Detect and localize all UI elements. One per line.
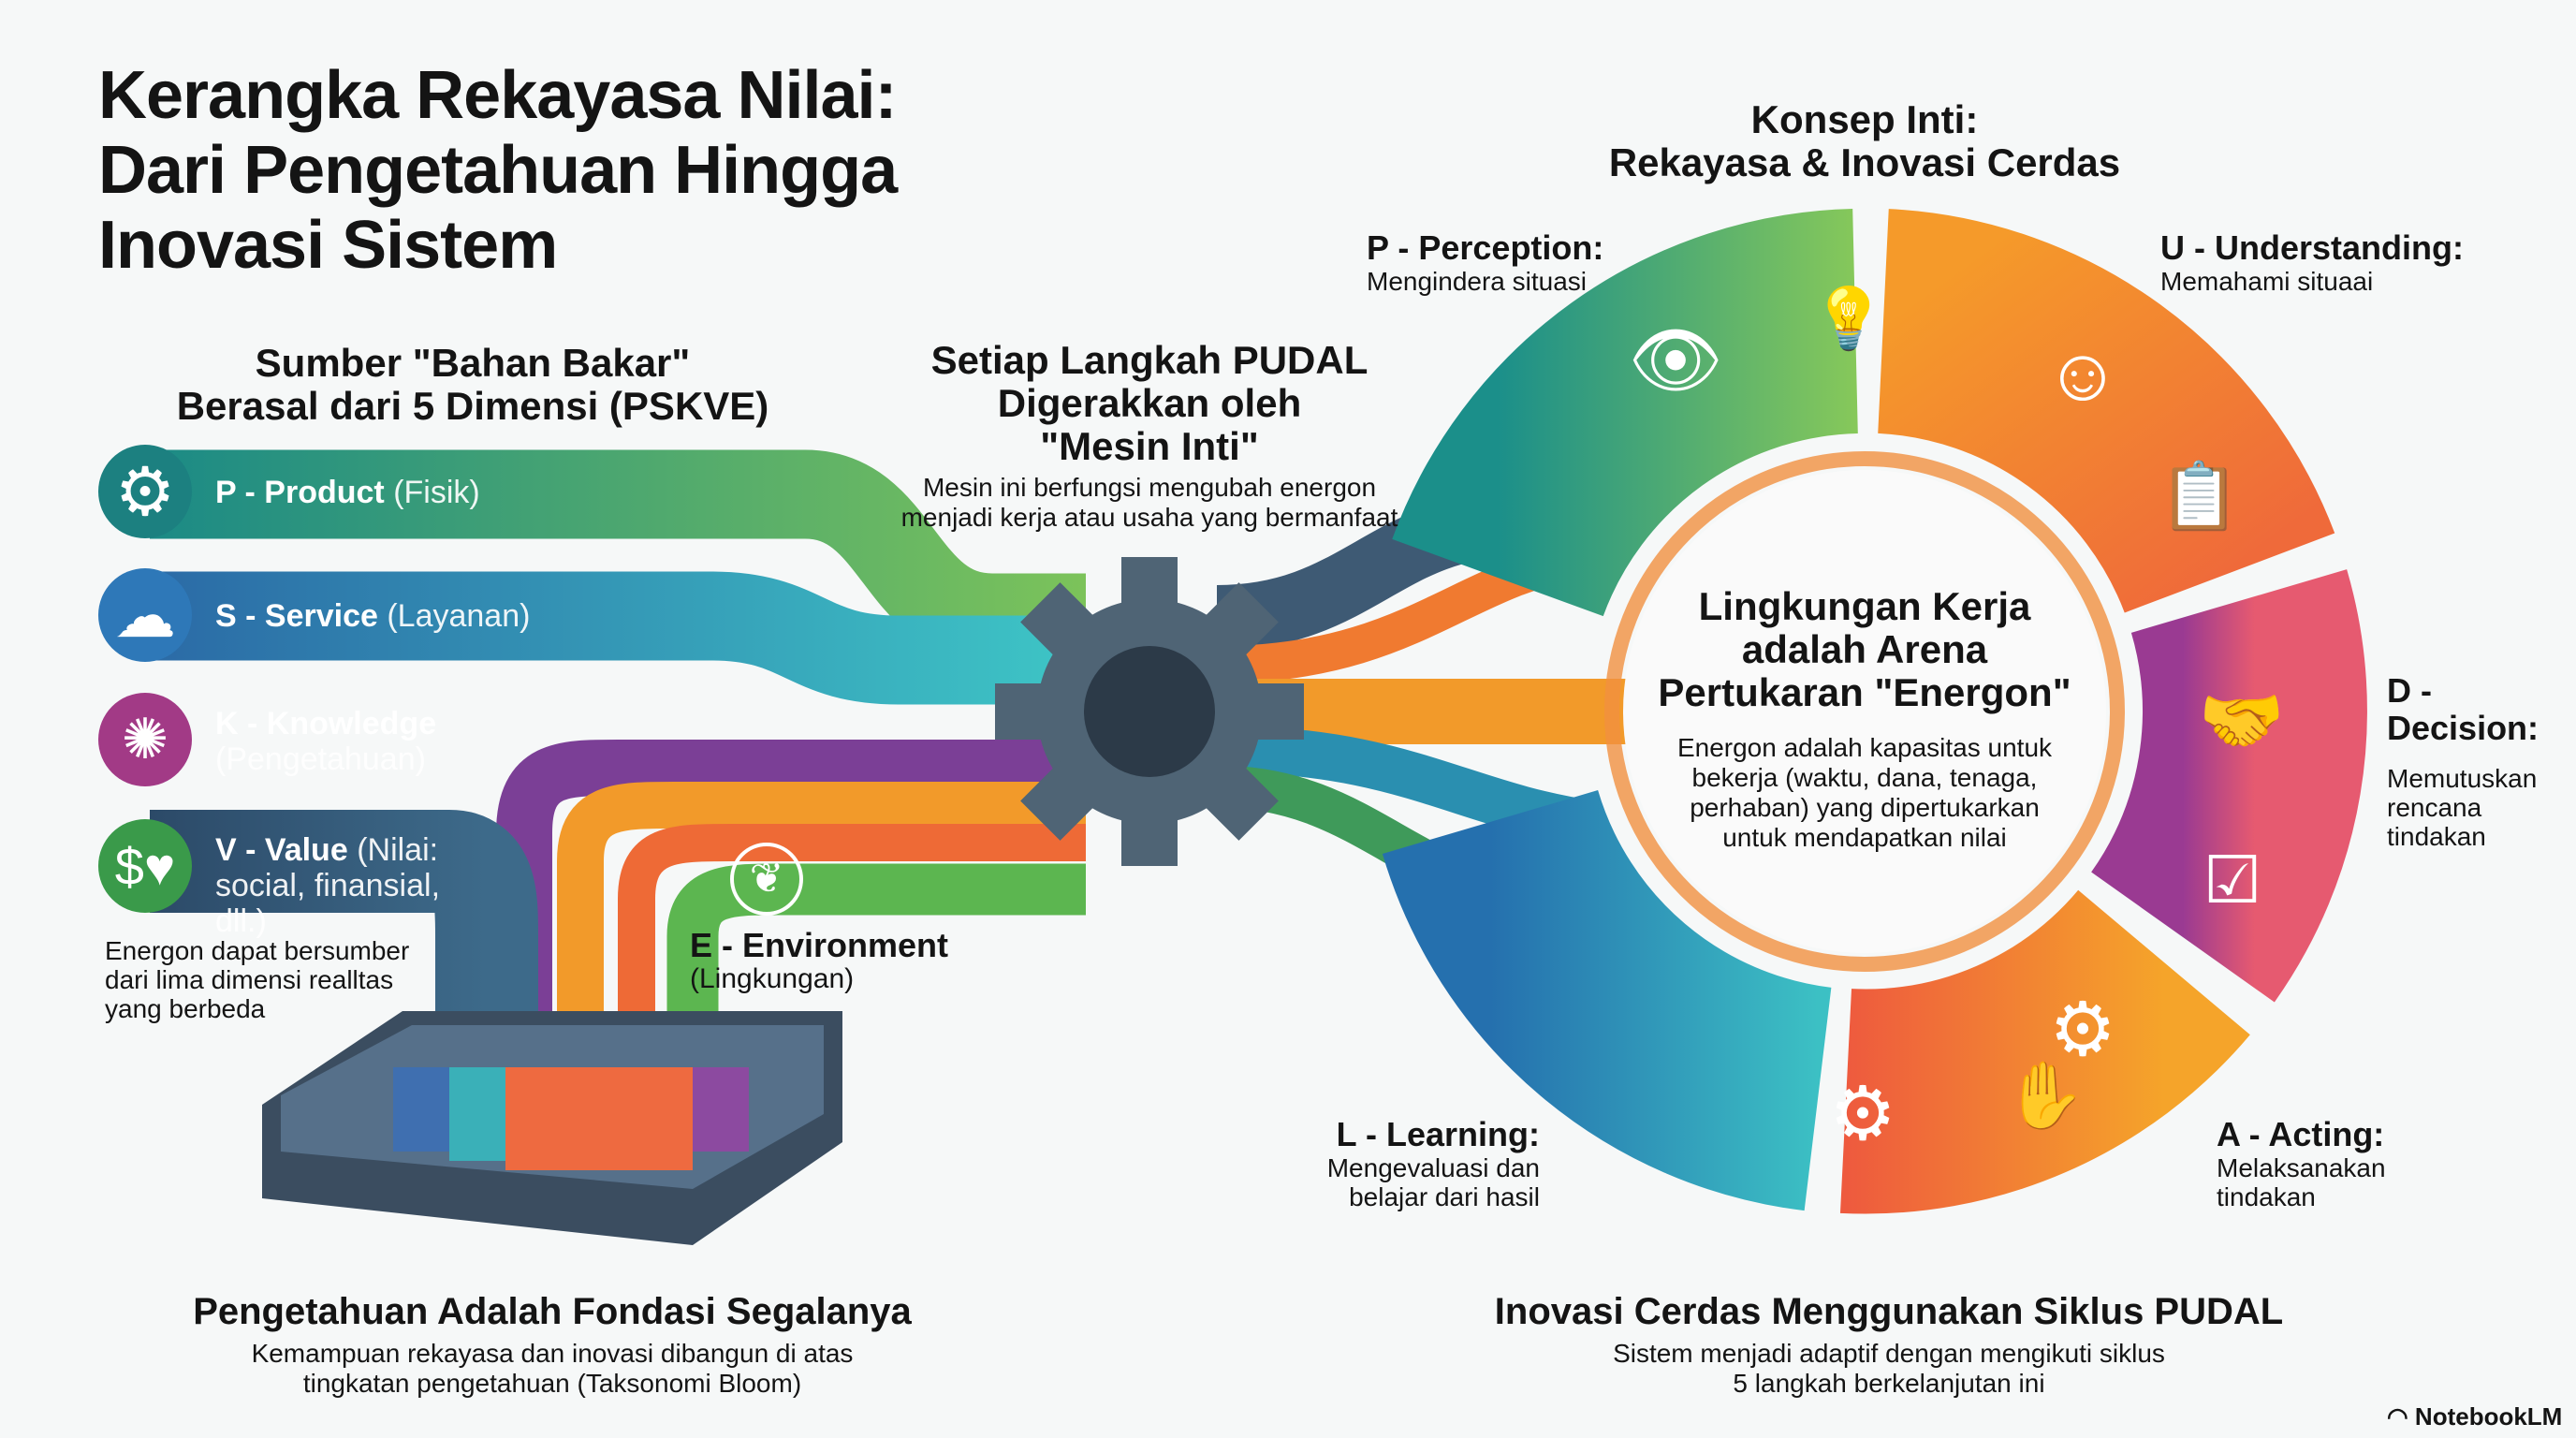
brand-label: NotebookLM bbox=[2414, 1402, 2563, 1431]
foundation-heading: Pengetahuan Adalah Fondasi Segalanya bbox=[193, 1291, 912, 1332]
core-heading-line: Konsep Inti: bbox=[1750, 97, 1979, 141]
pudal-understanding: U - Understanding: Memahami situaai bbox=[2160, 228, 2464, 297]
eye-icon: 👁 bbox=[1628, 318, 1723, 402]
phase-desc: rencana bbox=[2387, 793, 2482, 822]
arena-text: Energon adalah kapasitas untuk bbox=[1676, 733, 2053, 762]
inner-arena bbox=[1623, 470, 2106, 953]
value-coin-heart-icon: $♥ bbox=[98, 819, 192, 913]
arena-title: adalah Arena bbox=[1741, 627, 1988, 671]
cycle-heading: Inovasi Cerdas Menggunakan Siklus PUDAL bbox=[1494, 1291, 2284, 1332]
title-line: Kerangka Rekayasa Nilai: bbox=[98, 58, 897, 133]
phase-desc: Melaksanakan bbox=[2217, 1153, 2386, 1182]
segment-learning bbox=[1382, 788, 1834, 1211]
gear-settings-icon: ⚙ bbox=[2049, 988, 2116, 1071]
source-flows bbox=[150, 449, 1086, 1105]
cloud-upload-icon: ☁ bbox=[98, 568, 192, 662]
arena-text: untuk mendapatkan nilai bbox=[1722, 823, 2007, 852]
strategy-clipboard-icon: 📋 bbox=[2159, 460, 2241, 533]
source-code: E - Environment bbox=[690, 926, 949, 964]
phase-title: U - Understanding: bbox=[2160, 228, 2464, 267]
sources-note: Energon dapat bersumber dari lima dimens… bbox=[105, 936, 442, 1023]
foundation-caption: Pengetahuan Adalah Fondasi Segalanya Kem… bbox=[131, 1290, 973, 1399]
heading-line: Berasal dari 5 Dimensi (PSKVE) bbox=[176, 384, 769, 428]
handshake-icon: 🤝 bbox=[2198, 682, 2286, 759]
engine-heading: Digerakkan oleh bbox=[997, 381, 1302, 425]
cycle-sub: Sistem menjadi adaptif dengan mengikuti … bbox=[1613, 1339, 2165, 1368]
brain-head-icon: ☺ bbox=[2044, 332, 2121, 416]
notebooklm-logo-icon: ◠ bbox=[2387, 1402, 2408, 1431]
source-code: V - Value bbox=[215, 832, 348, 868]
foundation-platform bbox=[262, 1011, 842, 1245]
pudal-learning: L - Learning: Mengevaluasi dan belajar d… bbox=[1259, 1115, 1540, 1212]
source-code: P - Product bbox=[215, 475, 385, 510]
phase-desc: Memahami situaai bbox=[2160, 267, 2374, 296]
heading-line: Sumber "Bahan Bakar" bbox=[255, 341, 691, 385]
page-title: Kerangka Rekayasa Nilai: Dari Pengetahua… bbox=[98, 58, 898, 283]
pudal-cycle-ring bbox=[1382, 209, 2367, 1214]
pudal-acting: A - Acting: Melaksanakan tindakan bbox=[2217, 1115, 2386, 1212]
core-engine-gear-icon bbox=[995, 557, 1304, 866]
source-detail: (Layanan) bbox=[387, 598, 531, 634]
phase-desc: tindakan bbox=[2387, 822, 2486, 851]
source-code: K - Knowledge bbox=[215, 706, 437, 741]
arena-text: perhaban) yang dipertukarkan bbox=[1690, 793, 2040, 822]
phase-desc: belajar dari hasil bbox=[1349, 1182, 1540, 1211]
note-line: Energon dapat bersumber bbox=[105, 936, 410, 965]
title-line: Inovasi Sistem bbox=[98, 208, 558, 283]
segment-understanding bbox=[1876, 209, 2335, 615]
phase-desc: Memutuskan bbox=[2387, 764, 2538, 793]
note-line: dari lima dimensi realltas bbox=[105, 965, 394, 994]
gear-icon: ⚙ bbox=[98, 445, 192, 538]
phase-desc: tindakan bbox=[2217, 1182, 2316, 1211]
segment-perception bbox=[1392, 209, 1860, 618]
pudal-perception: P - Perception: Mengindera situasi bbox=[1367, 228, 1604, 297]
segment-acting bbox=[1840, 888, 2250, 1214]
arena-text: bekerja (waktu, dana, tenaga, bbox=[1691, 763, 2038, 792]
source-detail: (Pengetahuan) bbox=[215, 741, 426, 777]
phase-title: L - Learning: bbox=[1336, 1115, 1540, 1153]
phase-desc: Mengevaluasi dan bbox=[1326, 1153, 1540, 1182]
foundation-sub: Kemampuan rekayasa dan inovasi dibangun … bbox=[251, 1339, 854, 1368]
core-heading: Konsep Inti: Rekayasa & Inovasi Cerdas bbox=[1584, 98, 2145, 184]
source-item-environment: E - Environment (Lingkungan) bbox=[690, 926, 949, 994]
phase-title: P - Perception: bbox=[1367, 228, 1604, 267]
engine-caption: Setiap Langkah PUDAL Digerakkan oleh "Me… bbox=[869, 339, 1430, 468]
engine-heading: Setiap Langkah PUDAL bbox=[930, 338, 1368, 382]
engine-description: Mesin ini berfungsi mengubah energon men… bbox=[869, 473, 1430, 533]
sources-heading: Sumber "Bahan Bakar" Berasal dari 5 Dime… bbox=[145, 342, 800, 428]
source-detail: (Fisik) bbox=[393, 475, 480, 510]
cycle-sub: 5 langkah berkelanjutan ini bbox=[1733, 1369, 2045, 1398]
title-line: Dari Pengetahuan Hingga bbox=[98, 133, 898, 208]
pudal-decision: D - Decision: Memutuskan rencana tindaka… bbox=[2387, 671, 2576, 852]
note-line: yang berbeda bbox=[105, 994, 266, 1023]
notebooklm-brand: ◠ NotebookLM bbox=[2387, 1402, 2562, 1431]
arena-title: Lingkungan Kerja bbox=[1698, 584, 2031, 628]
hand-gear-icon: ✋ bbox=[2004, 1059, 2086, 1132]
source-detail: (Lingkungan) bbox=[690, 963, 855, 994]
engine-sub: Mesin ini berfungsi mengubah energon bbox=[922, 473, 1377, 502]
phase-title: D - Decision: bbox=[2387, 671, 2539, 747]
leaf-icon: ❦ bbox=[730, 843, 803, 916]
phase-desc: Mengindera situasi bbox=[1367, 267, 1588, 296]
phase-title: A - Acting: bbox=[2217, 1115, 2385, 1153]
source-code: S - Service bbox=[215, 598, 378, 634]
inner-arena-ring bbox=[1604, 451, 2125, 972]
core-heading-line: Rekayasa & Inovasi Cerdas bbox=[1608, 140, 2121, 184]
wrench-gear-icon: ⚙ bbox=[1829, 1072, 1896, 1155]
engine-heading: "Mesin Inti" bbox=[1040, 424, 1259, 468]
segment-decision bbox=[2089, 569, 2367, 1003]
brain-icon: ✺ bbox=[98, 693, 192, 786]
source-detail: (Nilai: social, finansial, dll.) bbox=[215, 832, 441, 939]
arena-title: Pertukaran "Energon" bbox=[1658, 670, 2071, 714]
cycle-caption: Inovasi Cerdas Menggunakan Siklus PUDAL … bbox=[1421, 1290, 2357, 1399]
arena-center-text: Lingkungan Kerja adalah Arena Pertukaran… bbox=[1649, 585, 2080, 853]
clipboard-check-icon: ☑ bbox=[2203, 844, 2262, 917]
engine-sub: menjadi kerja atau usaha yang bermanfaat bbox=[900, 503, 1398, 532]
foundation-sub: tingkatan pengetahuan (Taksonomi Bloom) bbox=[302, 1369, 802, 1398]
lightbulb-icon: 💡 bbox=[1811, 285, 1886, 352]
